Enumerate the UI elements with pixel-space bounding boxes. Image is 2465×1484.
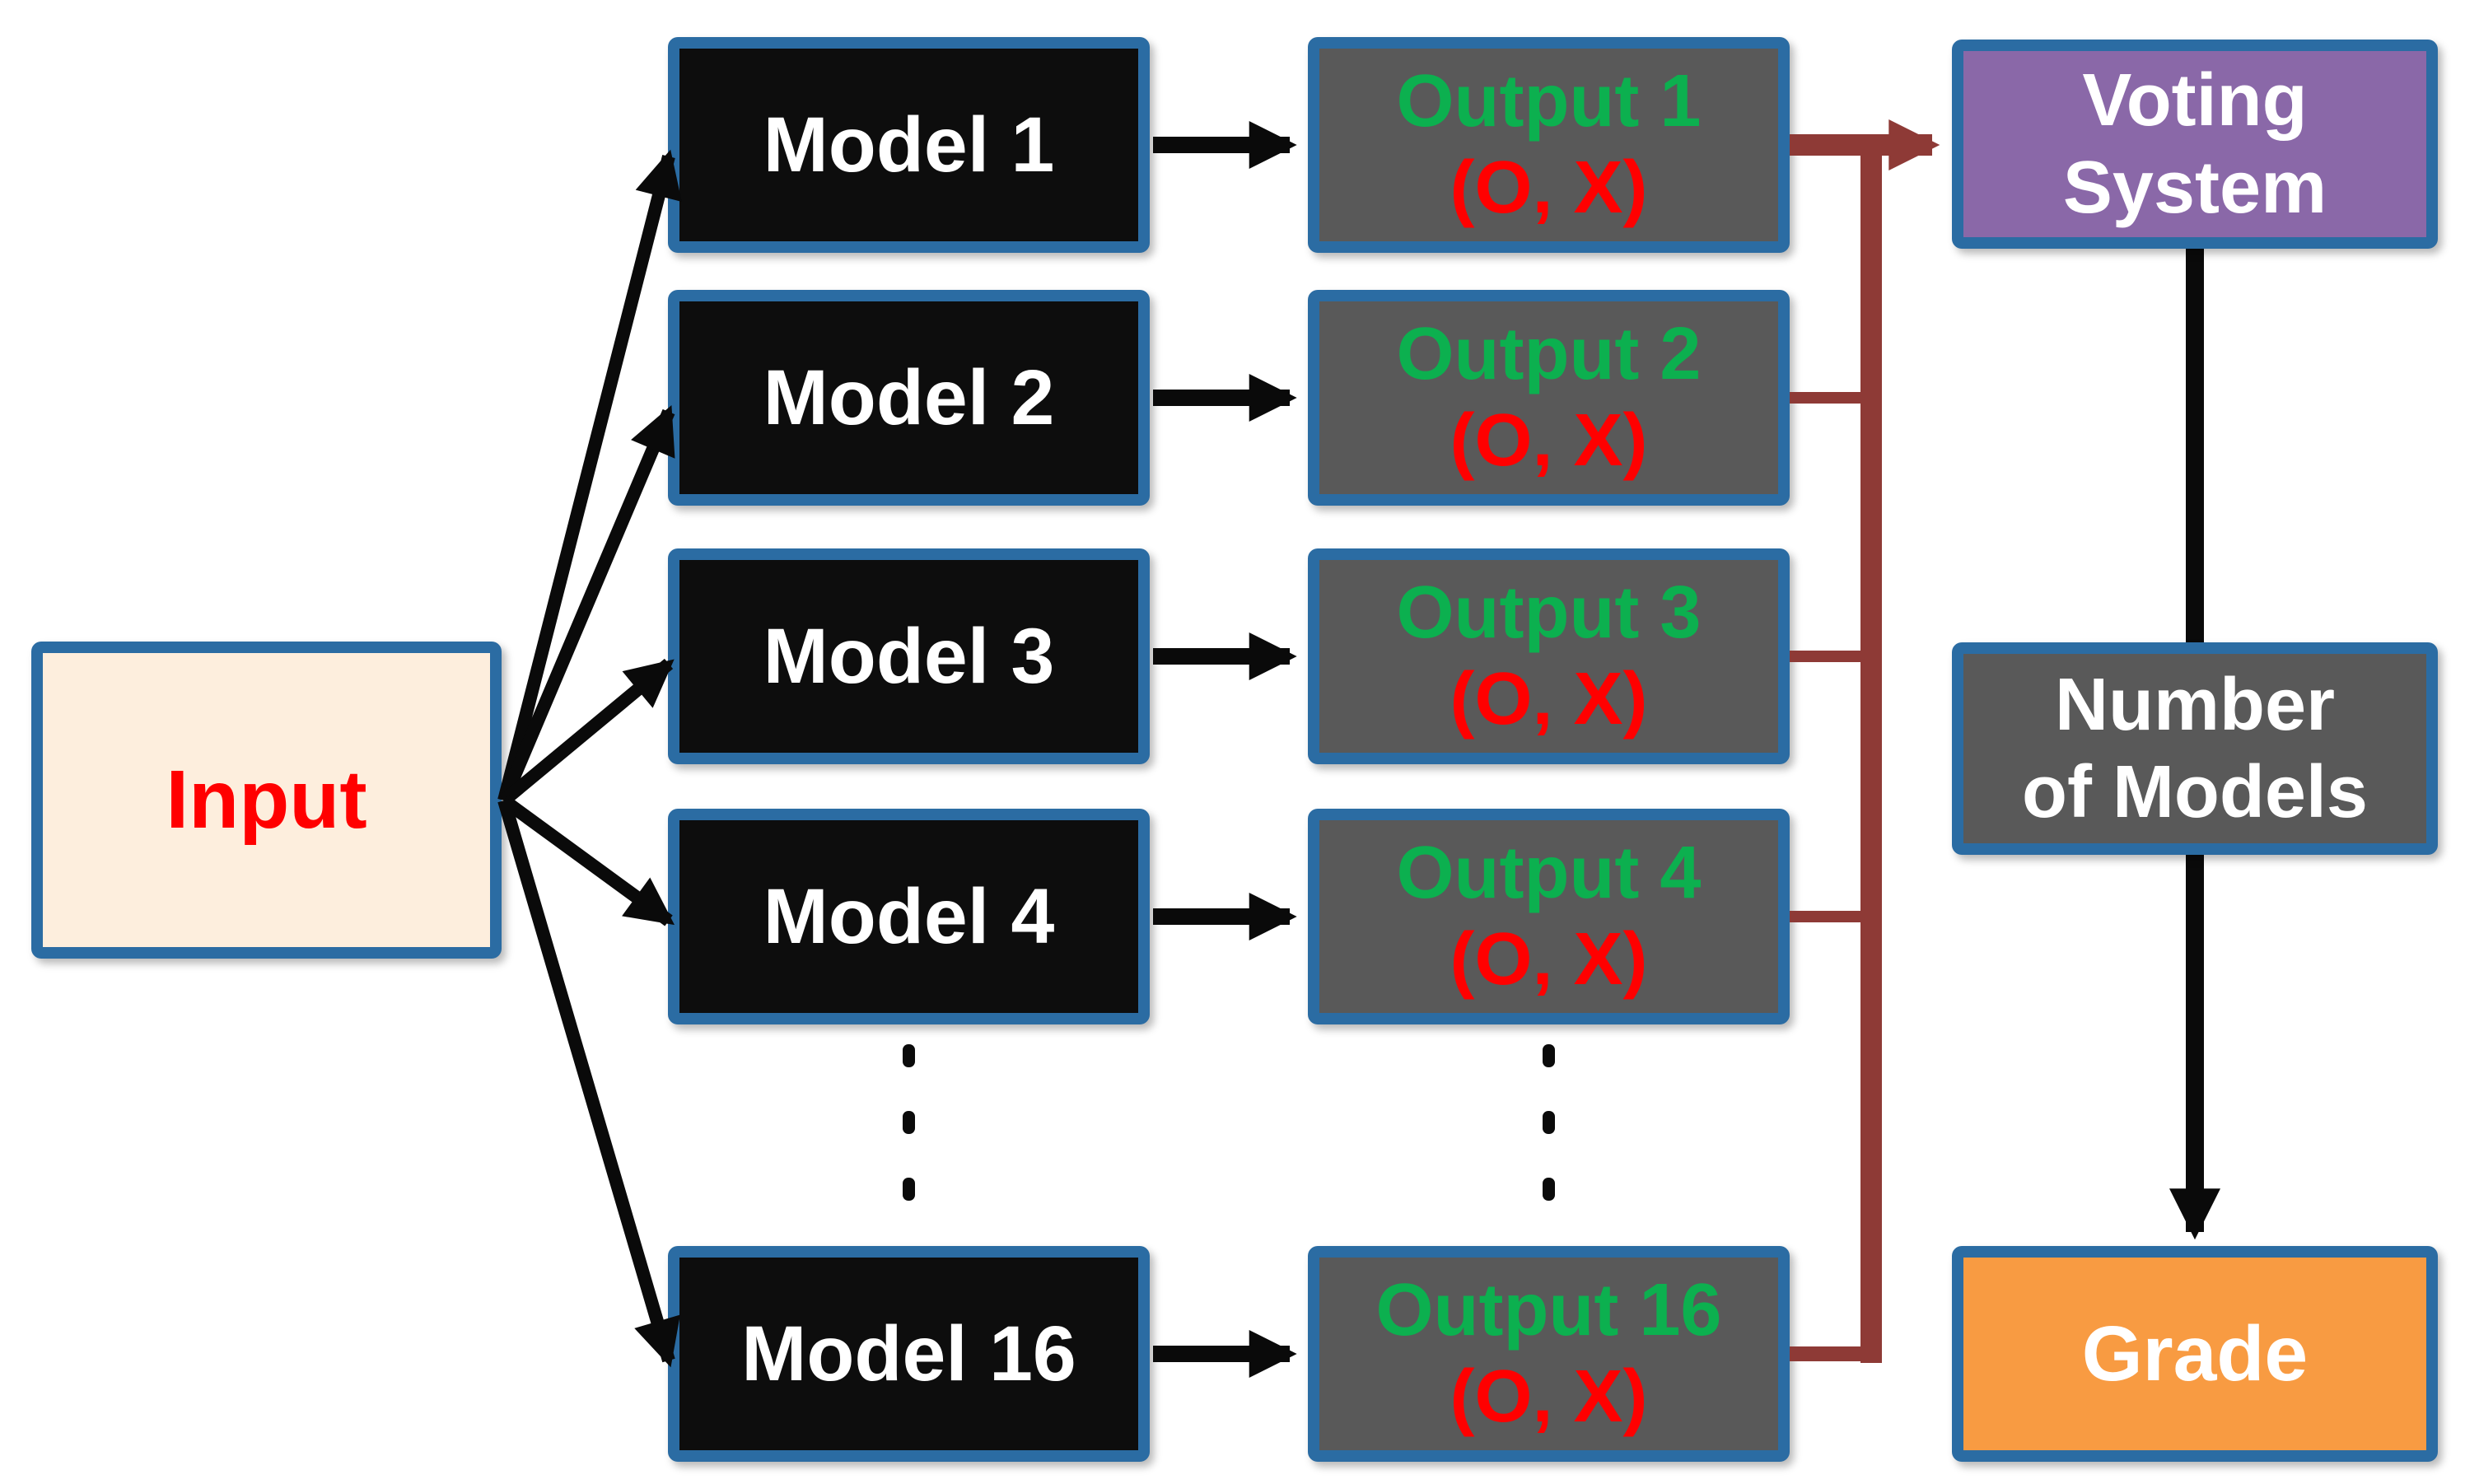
input-to-model-1-arrow: [497, 149, 682, 802]
voting-system-box: Voting System: [1952, 40, 2438, 249]
model-box-4: Model 4: [668, 809, 1150, 1024]
output-value: (O, X): [1450, 147, 1648, 229]
number-of-models-label-line2: of Models: [2022, 751, 2368, 833]
model-label: Model 2: [763, 353, 1055, 441]
model-label: Model 3: [763, 612, 1055, 700]
model-label: Model 16: [741, 1309, 1076, 1398]
output-label: Output 1: [1396, 59, 1702, 142]
output-box-2: Output 2 (O, X): [1308, 290, 1790, 506]
output-value: (O, X): [1450, 658, 1648, 740]
output-box-16: Output 16 (O, X): [1308, 1246, 1790, 1462]
model-label: Model 1: [763, 100, 1055, 189]
output-box-4: Output 4 (O, X): [1308, 809, 1790, 1024]
model-box-1: Model 1: [668, 37, 1150, 253]
model-label: Model 4: [763, 872, 1055, 960]
number-of-models-box: Number of Models: [1952, 642, 2438, 855]
model-box-16: Model 16: [668, 1246, 1150, 1462]
input-label: Input: [166, 754, 367, 846]
vertical-ellipsis-icon: [1536, 1044, 1561, 1201]
input-to-model-4-arrow: [500, 795, 675, 926]
ellipsis-dot: [902, 1111, 915, 1134]
voting-system-label-line2: System: [2062, 147, 2327, 229]
vertical-ellipsis-icon: [896, 1044, 921, 1201]
ellipsis-dot: [902, 1044, 915, 1067]
output-label: Output 3: [1396, 571, 1702, 654]
output-box-1: Output 1 (O, X): [1308, 37, 1790, 253]
ellipsis-dot: [1542, 1178, 1555, 1201]
ellipsis-dot: [1542, 1044, 1555, 1067]
ellipsis-dot: [1542, 1111, 1555, 1134]
grade-label: Grade: [2081, 1309, 2309, 1398]
output-value: (O, X): [1450, 1356, 1648, 1438]
input-to-model-3-arrow: [499, 658, 675, 806]
grade-box: Grade: [1952, 1246, 2438, 1462]
model-box-2: Model 2: [668, 290, 1150, 506]
output-label: Output 4: [1396, 831, 1702, 914]
number-of-models-label-line1: Number: [2054, 663, 2336, 746]
output-value: (O, X): [1450, 399, 1648, 482]
output-box-3: Output 3 (O, X): [1308, 548, 1790, 764]
input-to-model-2-arrow: [497, 404, 675, 804]
input-box: Input: [31, 642, 502, 959]
voting-system-label-line1: Voting: [2082, 58, 2308, 142]
output-label: Output 16: [1375, 1268, 1722, 1351]
input-to-model-16-arrow: [497, 798, 680, 1368]
ellipsis-dot: [902, 1178, 915, 1201]
output-label: Output 2: [1396, 312, 1702, 395]
output-value: (O, X): [1450, 918, 1648, 1001]
model-box-3: Model 3: [668, 548, 1150, 764]
